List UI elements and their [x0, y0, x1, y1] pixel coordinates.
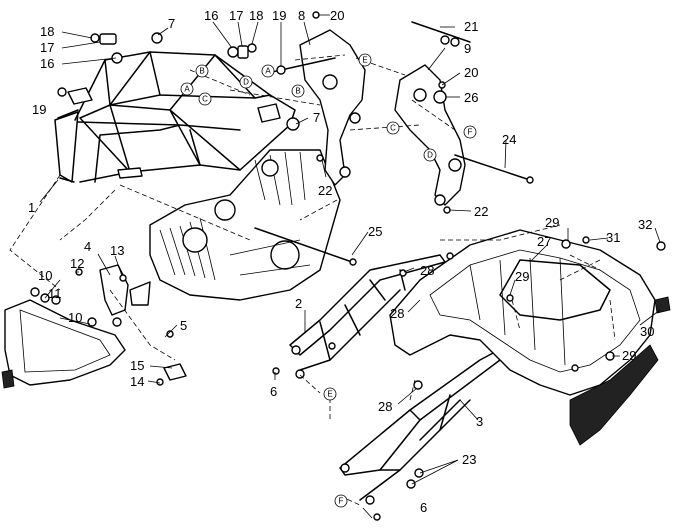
marker-e-label: E: [327, 390, 332, 399]
marker-A1: A: [180, 82, 194, 96]
marker-E1: E: [358, 53, 372, 67]
marker-b-label: B: [295, 87, 300, 96]
callout-16a: 16: [40, 56, 54, 71]
callout-18b: 18: [249, 8, 263, 23]
rear-body-assembly: [389, 229, 671, 446]
callout-23: 23: [462, 452, 476, 467]
marker-f-label: F: [468, 128, 473, 137]
marker-C1: C: [198, 92, 212, 106]
callout-28a: 28: [420, 263, 434, 278]
marker-B2: B: [291, 84, 305, 98]
marker-e-label: E: [362, 56, 367, 65]
callout-22b: 22: [474, 204, 488, 219]
callout-29c: 29: [622, 348, 636, 363]
marker-d-label: D: [243, 78, 249, 87]
callout-19b: 19: [272, 8, 286, 23]
marker-B1: B: [195, 64, 209, 78]
callout-17b: 17: [229, 8, 243, 23]
headlight-assembly: [1, 299, 126, 389]
rear-subframe-2: [272, 254, 446, 379]
callout-27: 27: [537, 234, 551, 249]
callout-12: 12: [70, 256, 84, 271]
callout-22a: 22: [318, 183, 332, 198]
left-mount-plate: [299, 29, 366, 186]
callout-8: 8: [298, 8, 305, 23]
callout-17a: 17: [40, 40, 54, 55]
callout-29b: 29: [515, 269, 529, 284]
callout-28b: 28: [390, 306, 404, 321]
callout-32: 32: [638, 217, 652, 232]
callout-25: 25: [368, 224, 382, 239]
callout-24: 24: [502, 132, 516, 147]
fasteners-top-left: [57, 32, 300, 131]
callout-19a: 19: [32, 102, 46, 117]
right-mount-plate: [394, 64, 466, 206]
callout-5: 5: [180, 318, 187, 333]
marker-A2: A: [261, 64, 275, 78]
engine-pin: [254, 227, 353, 263]
marker-F1: F: [463, 125, 477, 139]
callout-14: 14: [130, 374, 144, 389]
leader-lines: [39, 14, 661, 519]
callout-20a: 20: [330, 8, 344, 23]
callout-11: 11: [48, 286, 62, 301]
marker-c-label: C: [202, 95, 208, 104]
callout-2: 2: [295, 296, 302, 311]
marker-c-label: C: [390, 124, 396, 133]
rear-subframe-3: [339, 351, 501, 521]
marker-C2: C: [386, 121, 400, 135]
callout-31: 31: [606, 230, 620, 245]
callout-29a: 29: [545, 215, 559, 230]
callout-15: 15: [130, 358, 144, 373]
callout-20b: 20: [464, 65, 478, 80]
callout-9: 9: [464, 41, 471, 56]
callout-4: 4: [84, 239, 91, 254]
marker-D1: D: [239, 75, 253, 89]
callout-3: 3: [476, 414, 483, 429]
upper-hardware: [271, 11, 534, 214]
callout-30: 30: [640, 324, 654, 339]
marker-a-label: A: [184, 85, 190, 94]
callout-16b: 16: [204, 8, 218, 23]
callout-10b: 10: [68, 310, 82, 325]
engine-pin-head: [349, 258, 357, 266]
marker-E2: E: [323, 387, 337, 401]
callout-10a: 10: [38, 268, 52, 283]
marker-f-label: F: [339, 497, 344, 506]
callout-6a: 6: [270, 384, 277, 399]
marker-b-label: B: [199, 67, 204, 76]
callout-numbers: 1 2 3 4 5 6 6 7 7 8 9 10 10 11 12 13 14 …: [28, 8, 654, 515]
callout-7b: 7: [313, 110, 320, 125]
main-frame: [54, 51, 296, 183]
engine-assembly: [149, 149, 341, 301]
marker-D2: D: [423, 148, 437, 162]
callout-6b: 6: [420, 500, 427, 515]
assembly-lines: [9, 54, 616, 506]
callout-7a: 7: [168, 16, 175, 31]
callout-13: 13: [110, 243, 124, 258]
callout-1: 1: [28, 200, 35, 215]
marker-F2: F: [334, 494, 348, 508]
headlight-bracket: [30, 264, 187, 386]
marker-d-label: D: [427, 151, 433, 160]
callout-28c: 28: [378, 399, 392, 414]
callout-18a: 18: [40, 24, 54, 39]
callout-26: 26: [464, 90, 478, 105]
marker-a-label: A: [265, 67, 271, 76]
callout-21: 21: [464, 19, 478, 34]
